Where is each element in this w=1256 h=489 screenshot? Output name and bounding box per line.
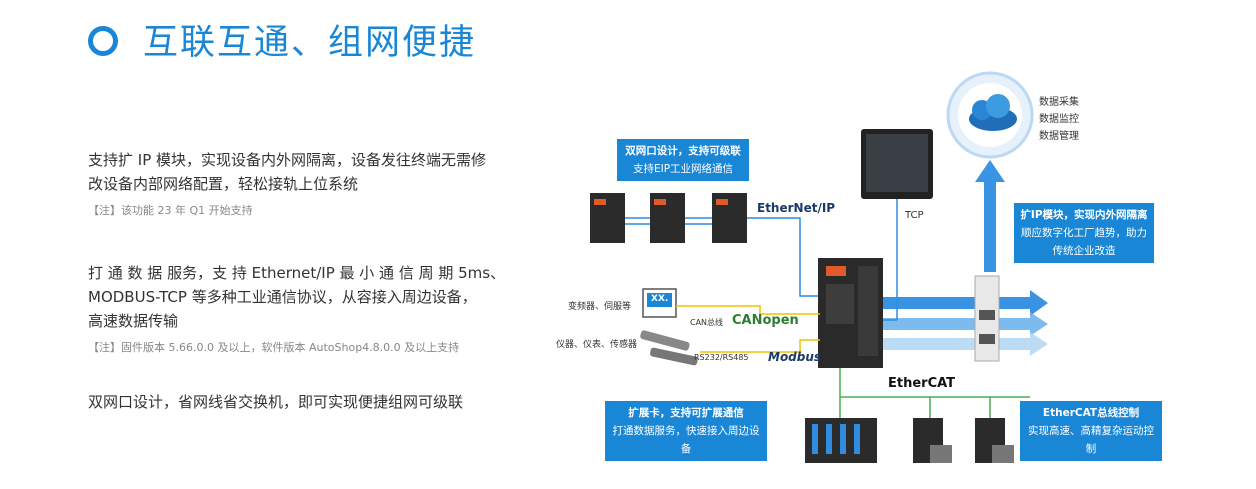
rs-label: RS232/RS485: [694, 353, 749, 362]
badge-ip-module-line-1: 扩IP模块，实现内外网隔离: [1020, 209, 1148, 221]
feature-1-text: 支持扩 IP 模块，实现设备内外网隔离，设备发往终端无需修 改设备内部网络配置，…: [88, 148, 486, 196]
badge-ethercat-line-1: EtherCAT总线控制: [1042, 407, 1140, 419]
cloud-icon: [946, 71, 1034, 159]
main-plc: [818, 258, 883, 368]
cloud-label-3: 数据管理: [1039, 131, 1079, 142]
feature-2-line-2: MODBUS-TCP 等多种工业通信协议，从容接入周边设备，: [88, 288, 477, 306]
servo-drive-2: [975, 418, 1014, 463]
badge-ip-module-line-2: 顺应数字化工厂趋势，助力: [1021, 227, 1147, 239]
inverter-label: 变频器、伺服等: [568, 302, 632, 312]
ip-module: [974, 275, 1000, 362]
modbus-logo: Modbus: [768, 350, 822, 364]
ethercat-bus: [839, 368, 1030, 418]
servo-drive-1: [913, 418, 952, 463]
sensor-label: 仪器、仪表、传感器: [556, 340, 638, 350]
feature-2-line-3: 高速数据传输: [88, 312, 179, 330]
badge-ethercat: EtherCAT总线控制 实现高速、高精复杂运动控制: [1020, 401, 1162, 461]
badge-expansion: 扩展卡，支持可扩展通信 打通数据服务，快速接入周边设备: [605, 401, 767, 461]
badge-dual-port-line-2: 支持EIP工业网络通信: [632, 163, 734, 175]
feature-3-text: 双网口设计，省网线省交换机，即可实现便捷组网可级联: [88, 390, 463, 414]
title-ring-icon: [88, 26, 118, 56]
feature-2-note: 【注】固件版本 5.66.0.0 及以上，软件版本 AutoShop4.8.0.…: [88, 341, 460, 354]
feature-3-line-1: 双网口设计，省网线省交换机，即可实现便捷组网可级联: [88, 393, 464, 411]
ethercat-logo: EtherCAT: [888, 376, 956, 391]
badge-dual-port-line-1: 双网口设计，支持可级联: [625, 145, 741, 157]
inverter-display-text: XX.: [651, 294, 669, 304]
cloud-label-1: 数据采集: [1039, 97, 1079, 108]
feature-1-line-1: 支持扩 IP 模块，实现设备内外网隔离，设备发往终端无需修: [88, 151, 487, 169]
badge-expansion-line-2: 打通数据服务，快速接入周边设备: [612, 425, 760, 455]
badge-ip-module: 扩IP模块，实现内外网隔离 顺应数字化工厂趋势，助力 传统企业改造: [1014, 203, 1154, 263]
feature-1-line-2: 改设备内部网络配置，轻松接轨上位系统: [88, 175, 359, 193]
cloud-label-2: 数据监控: [1039, 114, 1079, 125]
badge-ip-module-line-3: 传统企业改造: [1052, 245, 1116, 257]
data-flow-arrows: [880, 160, 1048, 356]
cloud-labels: 数据采集 数据监控 数据管理: [1039, 94, 1079, 145]
ethernet-ip-logo: EtherNet/IP: [757, 201, 836, 215]
badge-ethercat-line-2: 实现高速、高精复杂运动控制: [1028, 425, 1154, 455]
badge-expansion-line-1: 扩展卡，支持可扩展通信: [628, 407, 744, 419]
canopen-logo: CANopen: [732, 313, 799, 328]
feature-2-line-1: 打 通 数 据 服务，支 持 Ethernet/IP 最 小 通 信 周 期 5…: [88, 264, 506, 282]
inverter-device: [642, 288, 677, 318]
can-bus-label: CAN总线: [690, 318, 724, 327]
tcp-label: TCP: [905, 210, 924, 221]
feature-2-text: 打 通 数 据 服务，支 持 Ethernet/IP 最 小 通 信 周 期 5…: [88, 261, 505, 333]
badge-dual-port: 双网口设计，支持可级联 支持EIP工业网络通信: [617, 139, 749, 181]
io-modules: [805, 418, 877, 463]
sensor-device: [640, 330, 698, 366]
cascade-plc-group: [590, 193, 820, 297]
page-title: 互联互通、组网便捷: [143, 23, 477, 63]
feature-1-note: 【注】该功能 23 年 Q1 开始支持: [88, 204, 253, 217]
